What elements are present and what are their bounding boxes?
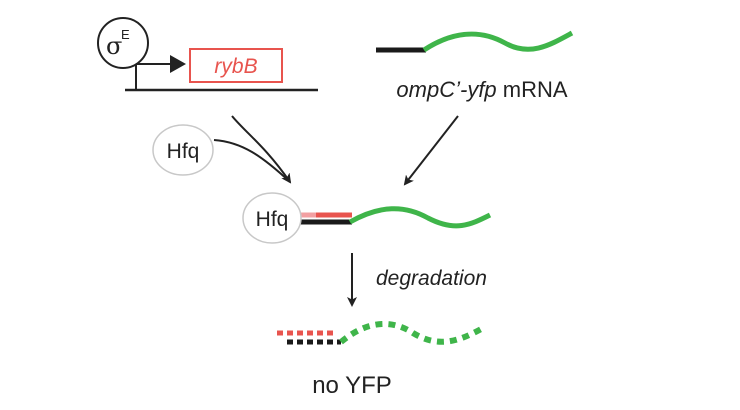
ompc-yfp-mrna: ompC’-yfp mRNA bbox=[376, 30, 574, 102]
rybb-gene-box bbox=[189, 48, 283, 83]
hfq-rna-complex: Hfq bbox=[242, 192, 492, 244]
hfq-join-arrow bbox=[213, 139, 291, 183]
sigma-factor-circle bbox=[97, 17, 149, 69]
free-hfq: Hfq bbox=[152, 124, 214, 176]
mrna-yfp-segment bbox=[422, 30, 574, 53]
complex-hfq-label: Hfq bbox=[256, 208, 289, 231]
complex-hfq-circle bbox=[242, 192, 302, 244]
sigma-symbol: σ bbox=[106, 32, 122, 60]
hfq-label: Hfq bbox=[167, 140, 200, 163]
mrna-label: ompC’-yfp mRNA bbox=[396, 77, 567, 102]
rybb-gene-label: rybB bbox=[214, 55, 257, 78]
mrna-arrow-icon bbox=[403, 115, 459, 186]
sigma-superscript: E bbox=[121, 27, 130, 42]
result-label: no YFP bbox=[312, 372, 392, 399]
hfq-circle bbox=[152, 124, 214, 176]
rybb-gene-construct: σ E rybB bbox=[97, 17, 318, 92]
reaction-arrow-icon bbox=[231, 115, 292, 184]
degraded-rna bbox=[277, 320, 485, 345]
degradation-label: degradation bbox=[376, 267, 487, 290]
promoter-arrow-icon bbox=[135, 55, 186, 90]
degraded-mrna-yfp bbox=[339, 320, 485, 345]
complex-mrna-yfp bbox=[348, 206, 492, 229]
